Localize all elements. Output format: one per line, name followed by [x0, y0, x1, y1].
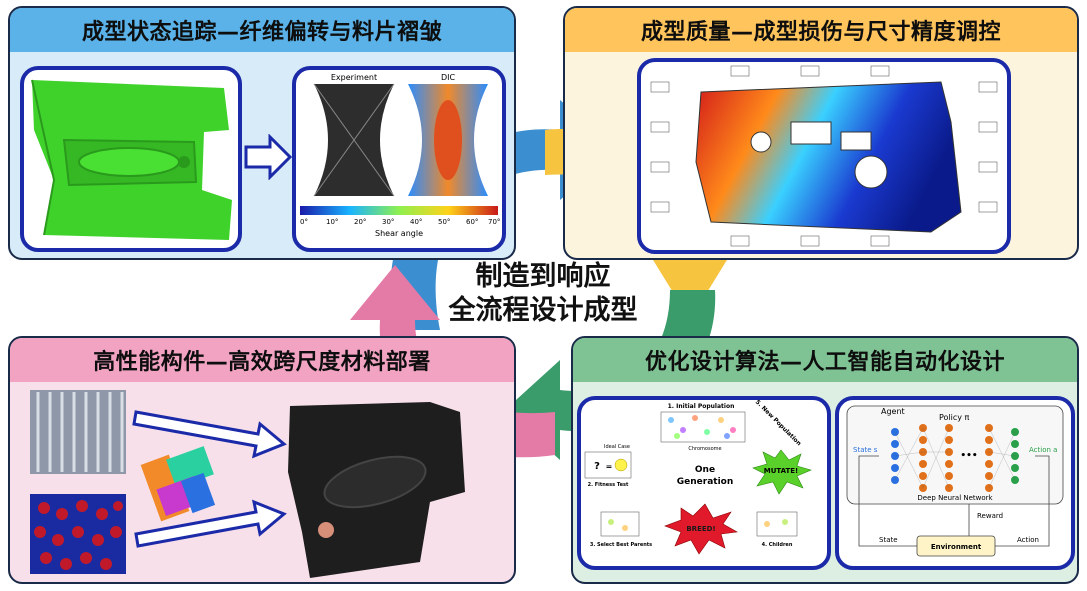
arrow-green — [505, 290, 716, 460]
svg-text:2. Fitness Test: 2. Fitness Test — [588, 482, 629, 488]
genetic-algorithm-diagram: 1. Initial Population 5. New Population … — [577, 396, 831, 570]
svg-text:Policy π: Policy π — [939, 413, 970, 422]
panel-title-optimization: 优化设计算法—人工智能自动化设计 — [573, 338, 1077, 382]
svg-text:Reward: Reward — [977, 512, 1003, 520]
svg-text:5. New Population: 5. New Population — [754, 400, 803, 447]
svg-text:State s: State s — [853, 446, 878, 454]
neural-network-nodes — [891, 424, 1019, 492]
panel-title-forming-quality: 成型质量—成型损伤与尺寸精度调控 — [565, 8, 1077, 52]
panel-forming-state: 成型状态追踪—纤维偏转与料片褶皱 Experiment DIC — [8, 6, 516, 260]
center-caption: 制造到响应 全流程设计成型 — [418, 260, 668, 328]
svg-text:BREED!: BREED! — [686, 525, 715, 533]
svg-text:1. Initial Population: 1. Initial Population — [668, 403, 735, 410]
dic-label: DIC — [441, 73, 456, 82]
svg-text:10°: 10° — [326, 218, 338, 226]
fiber-cube-image — [30, 494, 126, 574]
panel-high-performance: 高性能构件—高效跨尺度材料部署 — [8, 336, 516, 584]
dimensional-accuracy-map — [637, 58, 1011, 254]
arrow-pink — [350, 265, 555, 458]
svg-text:4. Children: 4. Children — [762, 542, 793, 548]
green-part-image — [20, 66, 242, 252]
colorbar-ticks: 0° 10° 20° 30° 40° 50° 60° 70° — [300, 218, 500, 226]
svg-text:=: = — [606, 462, 613, 471]
svg-text:50°: 50° — [438, 218, 450, 226]
right-arrow-icon — [244, 134, 292, 180]
svg-text:0°: 0° — [300, 218, 308, 226]
svg-text:40°: 40° — [410, 218, 422, 226]
svg-text:3. Select Best Parents: 3. Select Best Parents — [590, 542, 652, 548]
center-caption-line2: 全流程设计成型 — [448, 295, 638, 326]
svg-text:Chromosome: Chromosome — [688, 446, 721, 452]
svg-text:Action a: Action a — [1029, 446, 1057, 454]
svg-text:60°: 60° — [466, 218, 478, 226]
svg-text:?: ? — [594, 461, 600, 472]
woven-unit-image — [140, 446, 216, 522]
lattice-cube-image — [30, 390, 126, 474]
panel-optimization: 优化设计算法—人工智能自动化设计 1. Initial Population 5… — [571, 336, 1079, 584]
svg-text:Deep Neural Network: Deep Neural Network — [917, 494, 993, 502]
svg-text:MUTATE!: MUTATE! — [764, 467, 799, 475]
svg-text:Action: Action — [1017, 536, 1039, 544]
svg-text:20°: 20° — [354, 218, 366, 226]
reinforcement-learning-diagram: Agent Policy π State s Action a ••• — [835, 396, 1075, 570]
composite-part-image — [288, 402, 465, 578]
arrow-fiber-icon — [134, 499, 287, 548]
arrow-yellow — [545, 129, 730, 320]
svg-text:•••: ••• — [960, 451, 977, 461]
svg-text:Environment: Environment — [931, 543, 982, 551]
svg-text:70°: 70° — [488, 218, 500, 226]
colorbar-title: Shear angle — [375, 229, 423, 238]
svg-text:State: State — [879, 536, 898, 544]
shear-angle-figure: Experiment DIC 0° 10° — [292, 66, 506, 252]
panel-forming-quality: 成型质量—成型损伤与尺寸精度调控 — [563, 6, 1079, 260]
svg-text:Generation: Generation — [677, 477, 734, 487]
svg-text:One: One — [695, 465, 715, 475]
panel-title-forming-state: 成型状态追踪—纤维偏转与料片褶皱 — [10, 8, 514, 52]
svg-text:30°: 30° — [382, 218, 394, 226]
svg-text:Agent: Agent — [881, 407, 905, 416]
center-caption-line1: 制造到响应 — [475, 261, 611, 292]
panel-title-high-performance: 高性能构件—高效跨尺度材料部署 — [10, 338, 514, 382]
svg-text:Ideal Case: Ideal Case — [604, 444, 630, 450]
arrow-lattice-icon — [132, 410, 287, 459]
experiment-label: Experiment — [331, 73, 377, 82]
